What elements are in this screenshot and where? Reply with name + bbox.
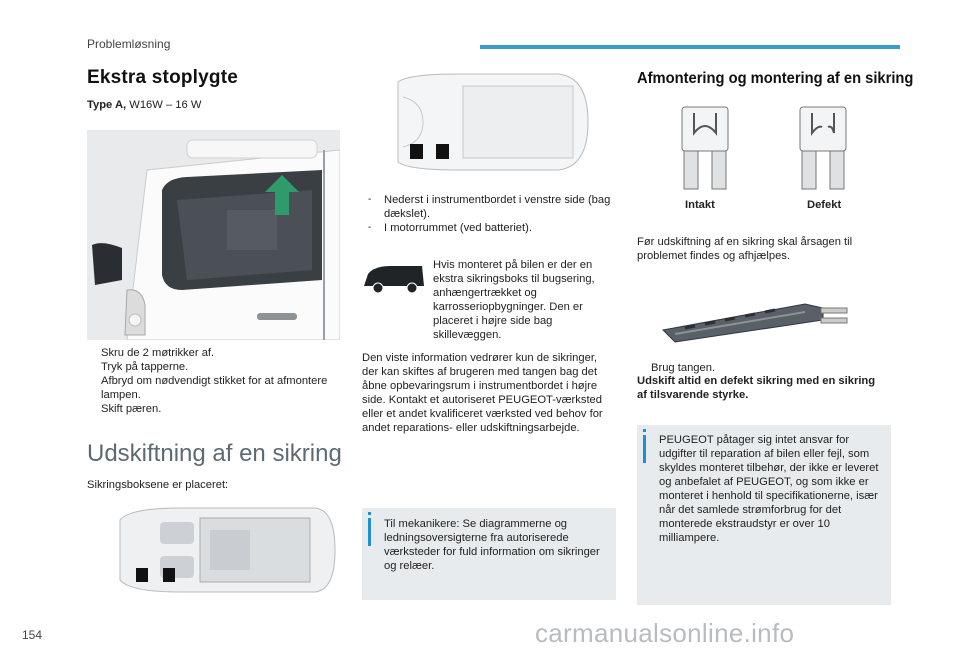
peugeot-note-text: PEUGEOT påtager sig intet ansvar for udg…: [659, 434, 879, 544]
bulb-type: Type A, W16W – 16 W: [87, 98, 201, 112]
fuse-intro-text: Før udskiftning af en sikring skal årsag…: [637, 236, 853, 262]
step-item: Skift pæren.: [101, 403, 162, 415]
fuse-warning: Udskift altid en defekt sikring med en s…: [637, 375, 876, 401]
step-item: Brug tangen.: [651, 362, 716, 374]
watermark: carmanualsonline.info: [535, 618, 795, 648]
van-top-view-exterior: [368, 72, 598, 172]
fuse-box-locations: -Nederst i instrumentbordet i venstre si…: [368, 193, 616, 235]
bulb-replace-steps: Skru de 2 møtrikker af. Tryk på tapperne…: [87, 346, 342, 416]
header-accent-line: [480, 45, 900, 49]
intact-fuse-icon: [681, 106, 729, 190]
info-icon: [368, 512, 371, 546]
section-title-fuse-removal: Afmontering og montering af en sikring: [637, 70, 914, 87]
fuse-location-intro: Sikringsboksene er placeret:: [87, 479, 229, 491]
section-title-extra-brake-light: Ekstra stoplygte: [87, 67, 239, 88]
step-item: Skru de 2 møtrikker af.: [101, 347, 215, 359]
van-side-icon: [362, 262, 428, 296]
section-title-fuse-replacement: Udskiftning af en sikring: [87, 440, 342, 467]
fuse-label-intact: Intakt: [685, 199, 715, 211]
dash-mark: -: [368, 194, 372, 205]
section-label: Problemløsning: [87, 37, 171, 51]
extra-fuse-box-note: Hvis monteret på bilen er der en ekstra …: [433, 259, 595, 341]
page-number: 154: [22, 628, 43, 642]
fuse-label-defective: Defekt: [807, 199, 842, 211]
van-exterior-illustration: [397, 73, 589, 171]
van-top-view-interior: [100, 500, 338, 600]
fuse-illustrations: [681, 106, 847, 190]
fuse-comparison: [672, 105, 857, 195]
van-interior-illustration: [119, 507, 336, 593]
dash-mark: -: [368, 222, 372, 233]
fuse-info-paragraph: Den viste information vedrører kun de si…: [362, 352, 603, 434]
van-silhouette-icon: [364, 266, 424, 294]
bulb-type-value: W16W – 16 W: [126, 99, 202, 111]
bulb-type-prefix: Type A,: [87, 99, 127, 111]
tong-step: Brug tangen.: [637, 361, 887, 375]
peugeot-note-panel: PEUGEOT påtager sig intet ansvar for udg…: [637, 425, 891, 605]
fuse-tongs-image: [655, 290, 855, 345]
tongs-illustration: [661, 303, 848, 343]
rear-door-photo: [87, 130, 340, 340]
info-icon: [643, 429, 646, 463]
location-item: -I motorrummet (ved batteriet).: [368, 222, 532, 234]
step-item: Tryk på tapperne.: [101, 361, 189, 373]
mechanic-note-panel: Til mekanikere: Se diagrammerne og ledni…: [362, 508, 616, 600]
location-item: -Nederst i instrumentbordet i venstre si…: [368, 194, 611, 220]
rear-door-illustration: [87, 130, 340, 340]
mechanic-note-text: Til mekanikere: Se diagrammerne og ledni…: [384, 518, 600, 572]
defective-fuse-icon: [799, 106, 847, 190]
step-item: Afbryd om nødvendigt stikket for at afmo…: [101, 375, 328, 401]
